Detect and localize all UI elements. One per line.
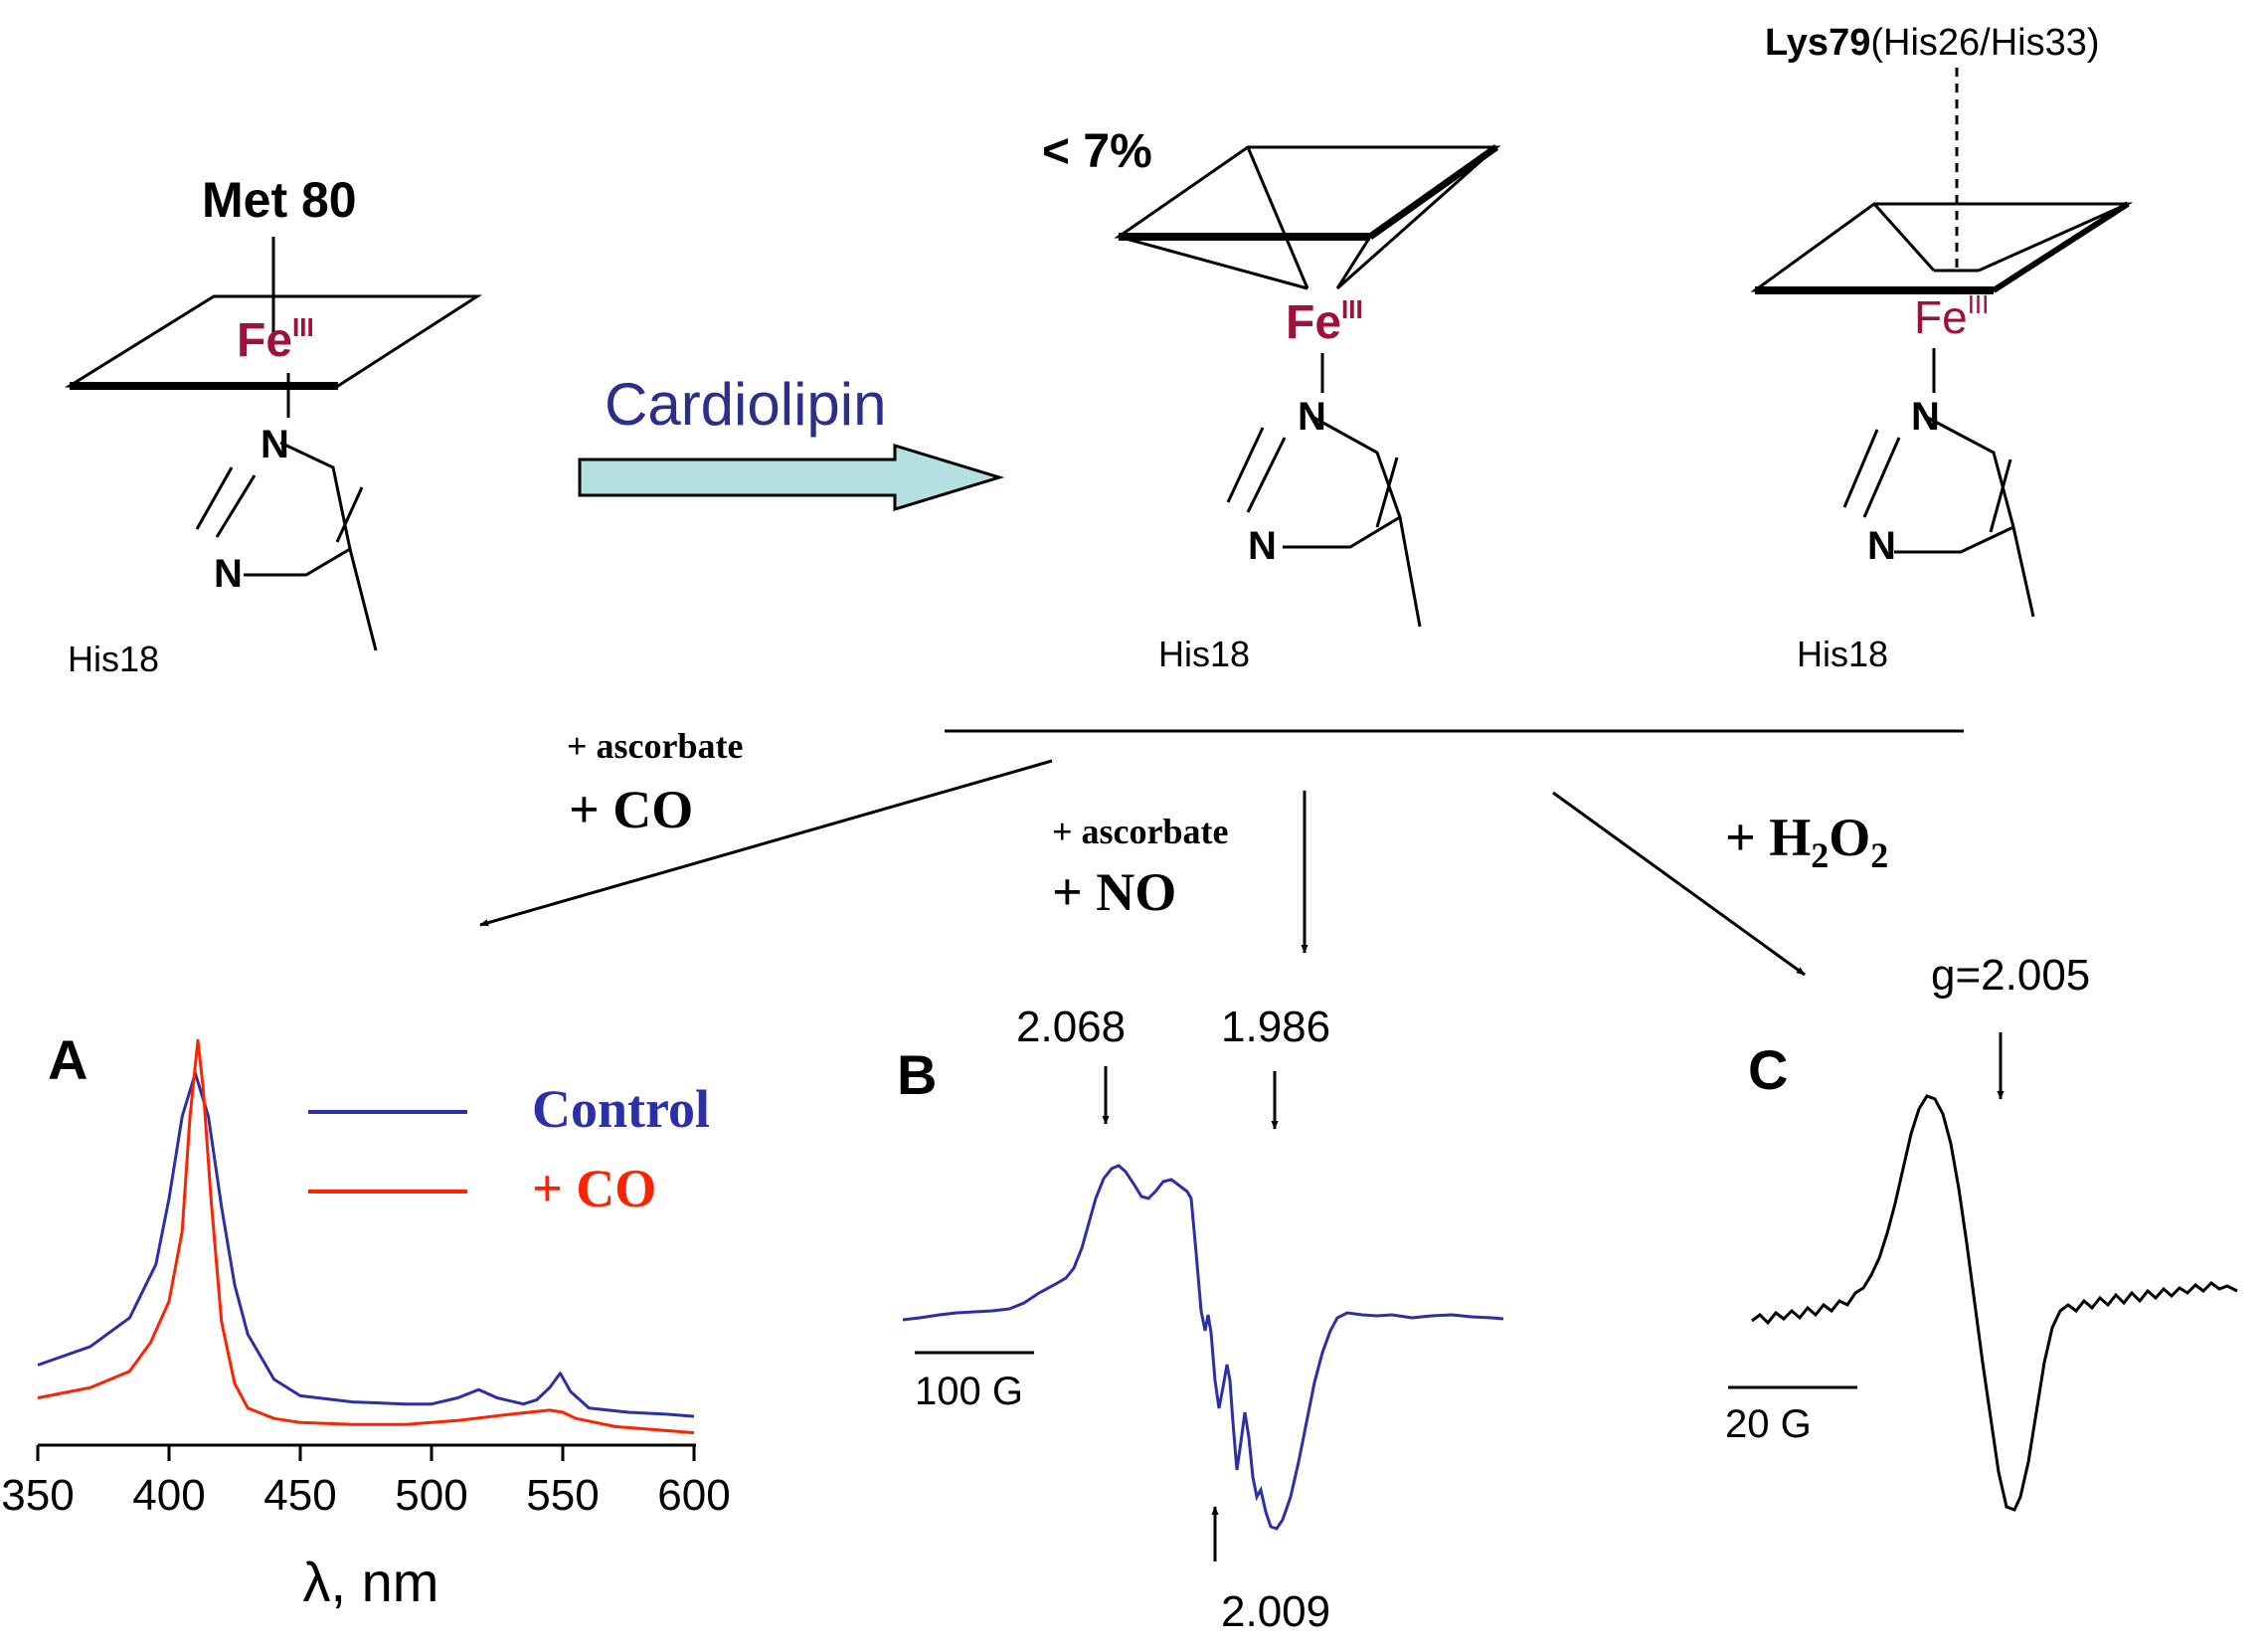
cardiolipin-label: Cardiolipin	[605, 371, 886, 438]
his18-label: His18	[68, 639, 159, 679]
h2o2-label: + H2O2	[1725, 808, 1888, 875]
co-line2: + CO	[569, 780, 693, 839]
imidazole-n-bottom: N	[1248, 524, 1277, 568]
x-tick-label: 600	[657, 1471, 730, 1520]
no-line2: + NO	[1052, 862, 1176, 922]
no-line1: + ascorbate	[1052, 812, 1228, 851]
g-value-2009: 2.009	[1221, 1587, 1330, 1636]
scale-label-100g: 100 G	[915, 1370, 1023, 1413]
panel-c-letter: C	[1748, 1038, 1788, 1101]
imidazole-n-top: N	[1298, 395, 1326, 439]
his18-label: His18	[1797, 634, 1888, 674]
lys79-label: Lys79(His26/His33)	[1765, 22, 2100, 64]
scale-label-20g: 20 G	[1725, 1402, 1812, 1446]
heme-plane	[1750, 202, 2134, 292]
heme-plane	[1114, 145, 1501, 239]
epr-no-trace	[902, 1164, 1504, 1531]
x-tick-label: 350	[1, 1471, 74, 1520]
g-value-1986: 1.986	[1221, 1003, 1330, 1051]
series-line-control	[37, 1071, 695, 1418]
imidazole-n-bottom: N	[1867, 524, 1896, 568]
legend-label-co: + CO	[532, 1159, 656, 1218]
epr-h2o2-trace	[1751, 1094, 2238, 1512]
legend-label-control: Control	[532, 1079, 710, 1139]
g-value-2005: g=2.005	[1931, 951, 2090, 1000]
imidazole-n-bottom: N	[214, 552, 243, 596]
partial-heme-structure	[1114, 144, 1501, 628]
x-tick-label: 400	[132, 1471, 205, 1520]
imidazole-n-top: N	[1911, 395, 1940, 439]
panel-a-chart: 350 400 450 500 550 600 λ, nm Control + CO	[1, 1038, 731, 1613]
x-tick-label: 500	[395, 1471, 467, 1520]
fe-label: FeIII	[1914, 289, 1989, 343]
panel-b-letter: B	[897, 1043, 937, 1106]
g-value-2068: 2.068	[1016, 1003, 1126, 1051]
his18-label: His18	[1158, 634, 1250, 674]
native-heme-structure	[64, 237, 483, 651]
co-line1: + ascorbate	[567, 726, 743, 766]
series-line-co	[37, 1038, 695, 1435]
lys-heme-structure	[1750, 68, 2134, 618]
x-axis-label: λ, nm	[303, 1551, 439, 1613]
fe-label: FeIII	[1286, 294, 1363, 349]
imidazole-n-top: N	[261, 423, 289, 466]
panel-a-letter: A	[48, 1028, 87, 1091]
fe-label: FeIII	[237, 312, 314, 367]
x-tick-label: 450	[263, 1471, 336, 1520]
co-arrow	[479, 759, 1053, 927]
x-tick-label: 550	[526, 1471, 599, 1520]
cardiolipin-arrow	[578, 443, 1005, 512]
h2o2-arrow	[1552, 791, 1806, 977]
percent-label: < 7%	[1042, 125, 1152, 178]
met80-label: Met 80	[202, 172, 357, 228]
